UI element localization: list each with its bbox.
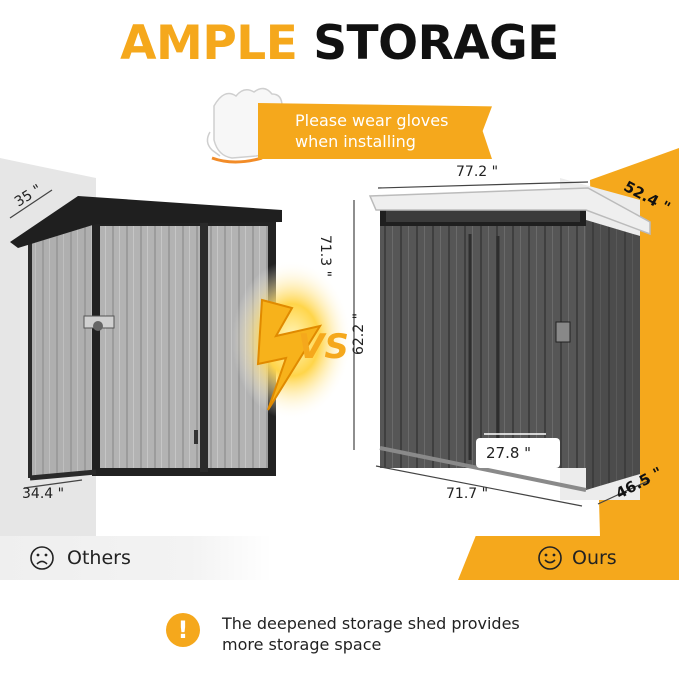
- footer-note: The deepened storage shed provides more …: [222, 614, 520, 654]
- others-label-bar: [0, 536, 272, 580]
- page-title: AMPLE STORAGE: [0, 14, 679, 74]
- others-height-dimension: 71.3 ": [317, 234, 334, 278]
- ours-width-top-dimension: 77.2 ": [456, 164, 499, 180]
- ours-label-bar: [458, 536, 679, 580]
- others-shed: [10, 196, 282, 481]
- vs-lightning: VS: [232, 260, 352, 420]
- ours-label: Ours: [572, 547, 617, 569]
- gloves-callout-banner: [258, 103, 492, 159]
- ours-height-dimension: 62.2 ": [351, 312, 368, 356]
- gloves-callout-text: Please wear gloves when installing: [295, 111, 449, 151]
- ours-width-bottom-dimension: 71.7 ": [446, 486, 489, 502]
- door-width-label-box: [476, 438, 560, 468]
- ours-door-width-dimension: 27.8 ": [486, 444, 532, 462]
- ours-shed: [368, 187, 651, 492]
- title-word-ample: AMPLE: [120, 16, 298, 71]
- others-width-dimension: 34.4 ": [22, 486, 65, 502]
- warning-icon: !: [166, 613, 200, 647]
- vs-text: VS: [298, 327, 349, 367]
- others-label: Others: [67, 547, 131, 569]
- title-word-storage: STORAGE: [313, 16, 559, 71]
